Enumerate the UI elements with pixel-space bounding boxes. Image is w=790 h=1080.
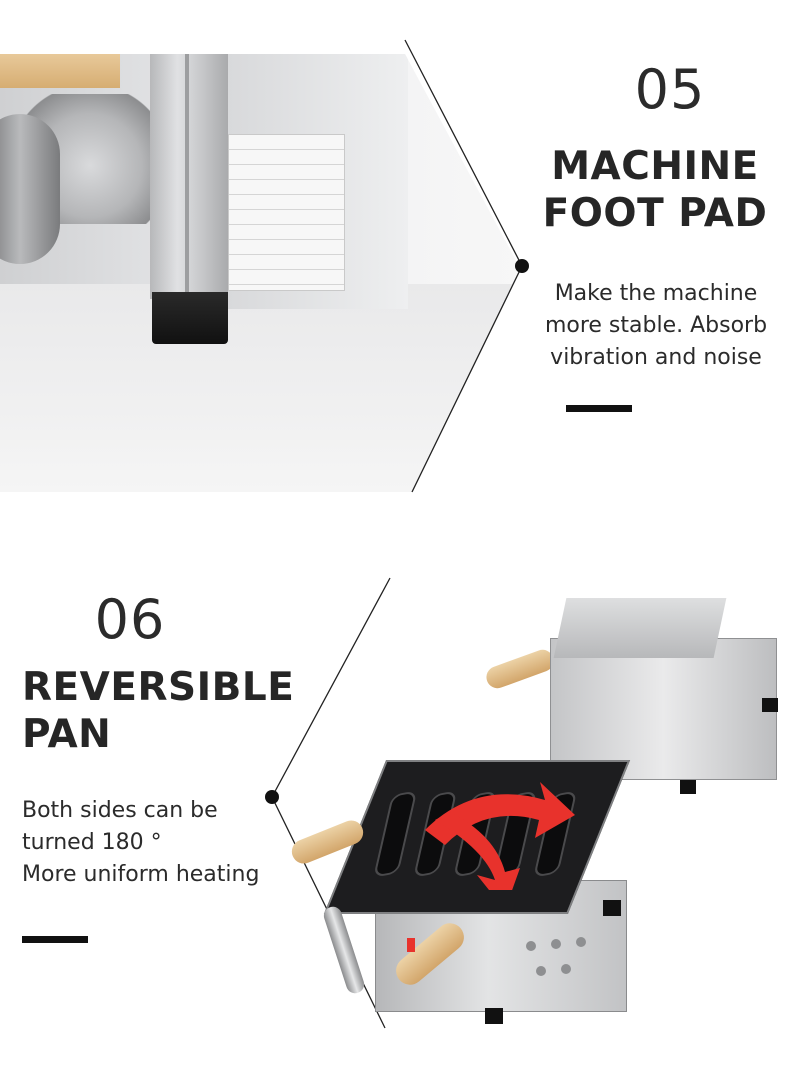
section-06-heading-line2: PAN — [22, 712, 112, 757]
section-05-heading: MACHINE FOOT PAD — [520, 143, 790, 237]
rubber-foot-pad — [762, 698, 778, 712]
vent-hole — [561, 964, 571, 974]
section-06-desc-line3: More uniform heating — [22, 862, 260, 887]
section-06-heading: REVERSIBLE PAN — [22, 664, 322, 758]
red-valve-lever — [407, 938, 415, 952]
rubber-foot-pad — [152, 292, 228, 344]
rubber-foot-pad — [485, 1008, 503, 1024]
foot-pad-photo — [0, 54, 520, 492]
section-05-accent-bar — [566, 405, 632, 412]
vent-hole — [526, 941, 536, 951]
machine-body — [550, 638, 777, 780]
photo-floor — [0, 284, 520, 492]
wooden-handle — [0, 54, 120, 88]
section-05-number: 05 — [634, 58, 706, 121]
section-06-desc-line1: Both sides can be — [22, 798, 218, 823]
section-06-heading-line1: REVERSIBLE — [22, 665, 295, 710]
rubber-foot-pad — [680, 780, 696, 794]
gas-pipe — [321, 904, 367, 996]
section-05-desc-line2: more stable. Absorb — [544, 313, 768, 338]
section-06-number: 06 — [94, 588, 166, 651]
vent-hole — [551, 939, 561, 949]
section-05-desc-line1: Make the machine — [554, 281, 758, 306]
vent-hole — [576, 937, 586, 947]
section-05-heading-line1: MACHINE — [551, 144, 759, 189]
machine-leg — [150, 54, 228, 299]
section-06-desc-line2: turned 180 ° — [22, 830, 162, 855]
section-06-description: Both sides can be turned 180 ° More unif… — [22, 795, 302, 891]
waffle-machine-open — [288, 760, 645, 1030]
machine-leg-edge — [185, 54, 189, 299]
rotate-arrows-icon — [425, 782, 575, 890]
wooden-handle — [483, 646, 557, 692]
machine-lid — [553, 598, 727, 658]
valve-knob — [0, 114, 60, 264]
section-05-heading-line2: FOOT PAD — [542, 191, 768, 236]
section-05-description: Make the machine more stable. Absorb vib… — [522, 278, 790, 374]
rubber-foot-pad — [603, 900, 621, 916]
section-06-accent-bar — [22, 936, 88, 943]
vent-hole — [536, 966, 546, 976]
section-05-desc-line3: vibration and noise — [550, 345, 762, 370]
waffle-machine-closed — [483, 598, 790, 798]
spec-label-sticker — [228, 134, 345, 291]
